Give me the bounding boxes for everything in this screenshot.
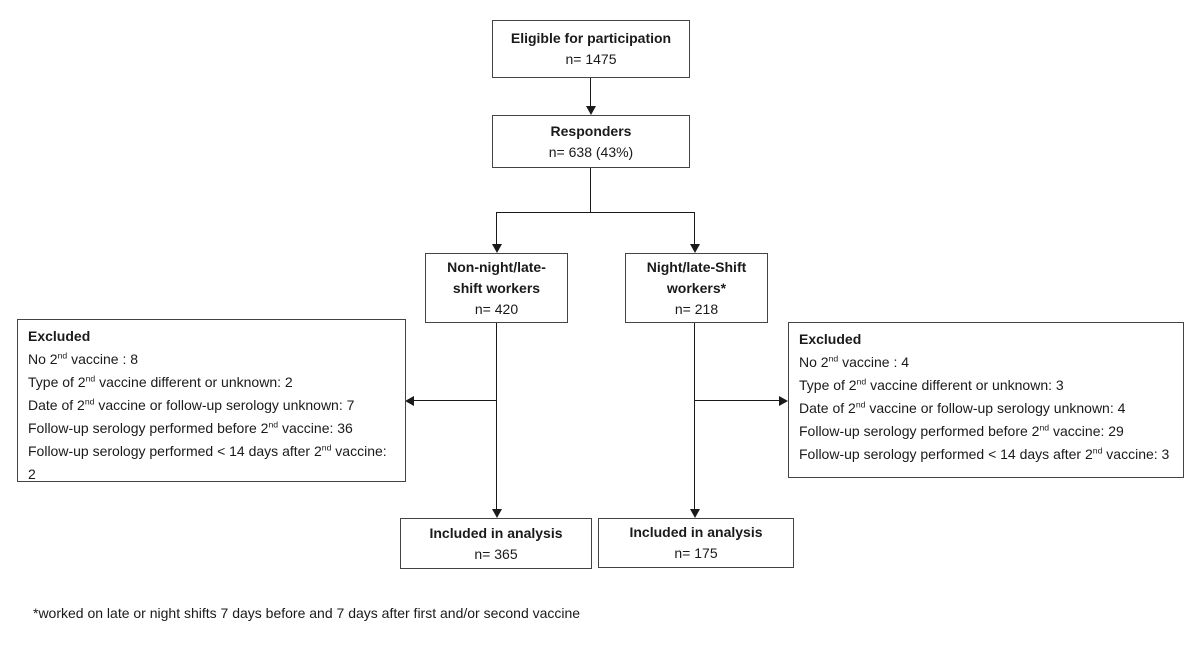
non-night-shift-count: n= 420 <box>474 300 519 317</box>
non-night-shift-box: Non-night/late-shift workers n= 420 <box>425 253 568 323</box>
connector-line <box>694 323 695 510</box>
arrow-down-icon <box>690 509 700 518</box>
connector-line <box>496 323 497 510</box>
included-left-count: n= 365 <box>474 545 518 562</box>
arrow-down-icon <box>492 244 502 253</box>
excluded-line: Type of 2nd vaccine different or unknown… <box>28 373 293 390</box>
arrow-down-icon <box>586 106 596 115</box>
excluded-line: No 2nd vaccine : 8 <box>28 350 139 367</box>
excluded-right-lines: No 2nd vaccine : 4 Type of 2nd vaccine di… <box>799 351 1173 466</box>
connector-line <box>694 212 695 245</box>
arrow-down-icon <box>492 509 502 518</box>
eligible-count: n= 1475 <box>565 51 617 67</box>
excluded-line: Follow-up serology performed before 2nd … <box>28 419 353 436</box>
excluded-left-lines: No 2nd vaccine : 8 Type of 2nd vaccine di… <box>28 348 395 486</box>
connector-line <box>496 212 497 245</box>
responders-title: Responders <box>550 122 632 139</box>
eligible-box: Eligible for participation n= 1475 <box>492 20 690 78</box>
excluded-line: Follow-up serology performed < 14 days a… <box>799 445 1170 462</box>
included-left-title: Included in analysis <box>429 524 563 541</box>
responders-count: n= 638 (43%) <box>548 143 634 160</box>
excluded-line: Follow-up serology performed < 14 days a… <box>28 442 387 482</box>
footnote: *worked on late or night shifts 7 days b… <box>33 605 581 621</box>
excluded-line: Date of 2nd vaccine or follow-up serolog… <box>28 396 355 413</box>
responders-box: Responders n= 638 (43%) <box>492 115 690 168</box>
night-shift-count: n= 218 <box>674 300 719 317</box>
eligible-title: Eligible for participation <box>510 30 672 46</box>
excluded-left-box: Excluded No 2nd vaccine : 8 Type of 2nd v… <box>17 319 406 482</box>
excluded-line: Type of 2nd vaccine different or unknown… <box>799 376 1064 393</box>
included-right-title: Included in analysis <box>629 524 763 540</box>
excluded-line: Follow-up serology performed before 2nd … <box>799 422 1124 439</box>
arrow-down-icon <box>690 244 700 253</box>
excluded-line: Date of 2nd vaccine or follow-up serolog… <box>799 399 1126 416</box>
excluded-line: No 2nd vaccine : 4 <box>799 353 910 370</box>
night-shift-title: Night/late-Shift workers* <box>646 258 747 296</box>
connector-line <box>496 212 695 213</box>
excluded-right-box: Excluded No 2nd vaccine : 4 Type of 2nd v… <box>788 322 1184 478</box>
arrow-right-icon <box>779 396 788 406</box>
non-night-shift-title: Non-night/late-shift workers <box>447 258 546 296</box>
connector-line <box>695 400 780 401</box>
arrow-left-icon <box>405 396 414 406</box>
connector-line <box>590 78 591 107</box>
included-right-box: Included in analysis n= 175 <box>598 518 794 568</box>
excluded-left-title: Excluded <box>28 328 91 344</box>
excluded-right-title: Excluded <box>799 331 862 347</box>
connector-line <box>590 168 591 213</box>
night-shift-box: Night/late-Shift workers* n= 218 <box>625 253 768 323</box>
included-right-count: n= 175 <box>674 545 718 561</box>
included-left-box: Included in analysis n= 365 <box>400 518 592 569</box>
connector-line <box>413 400 497 401</box>
